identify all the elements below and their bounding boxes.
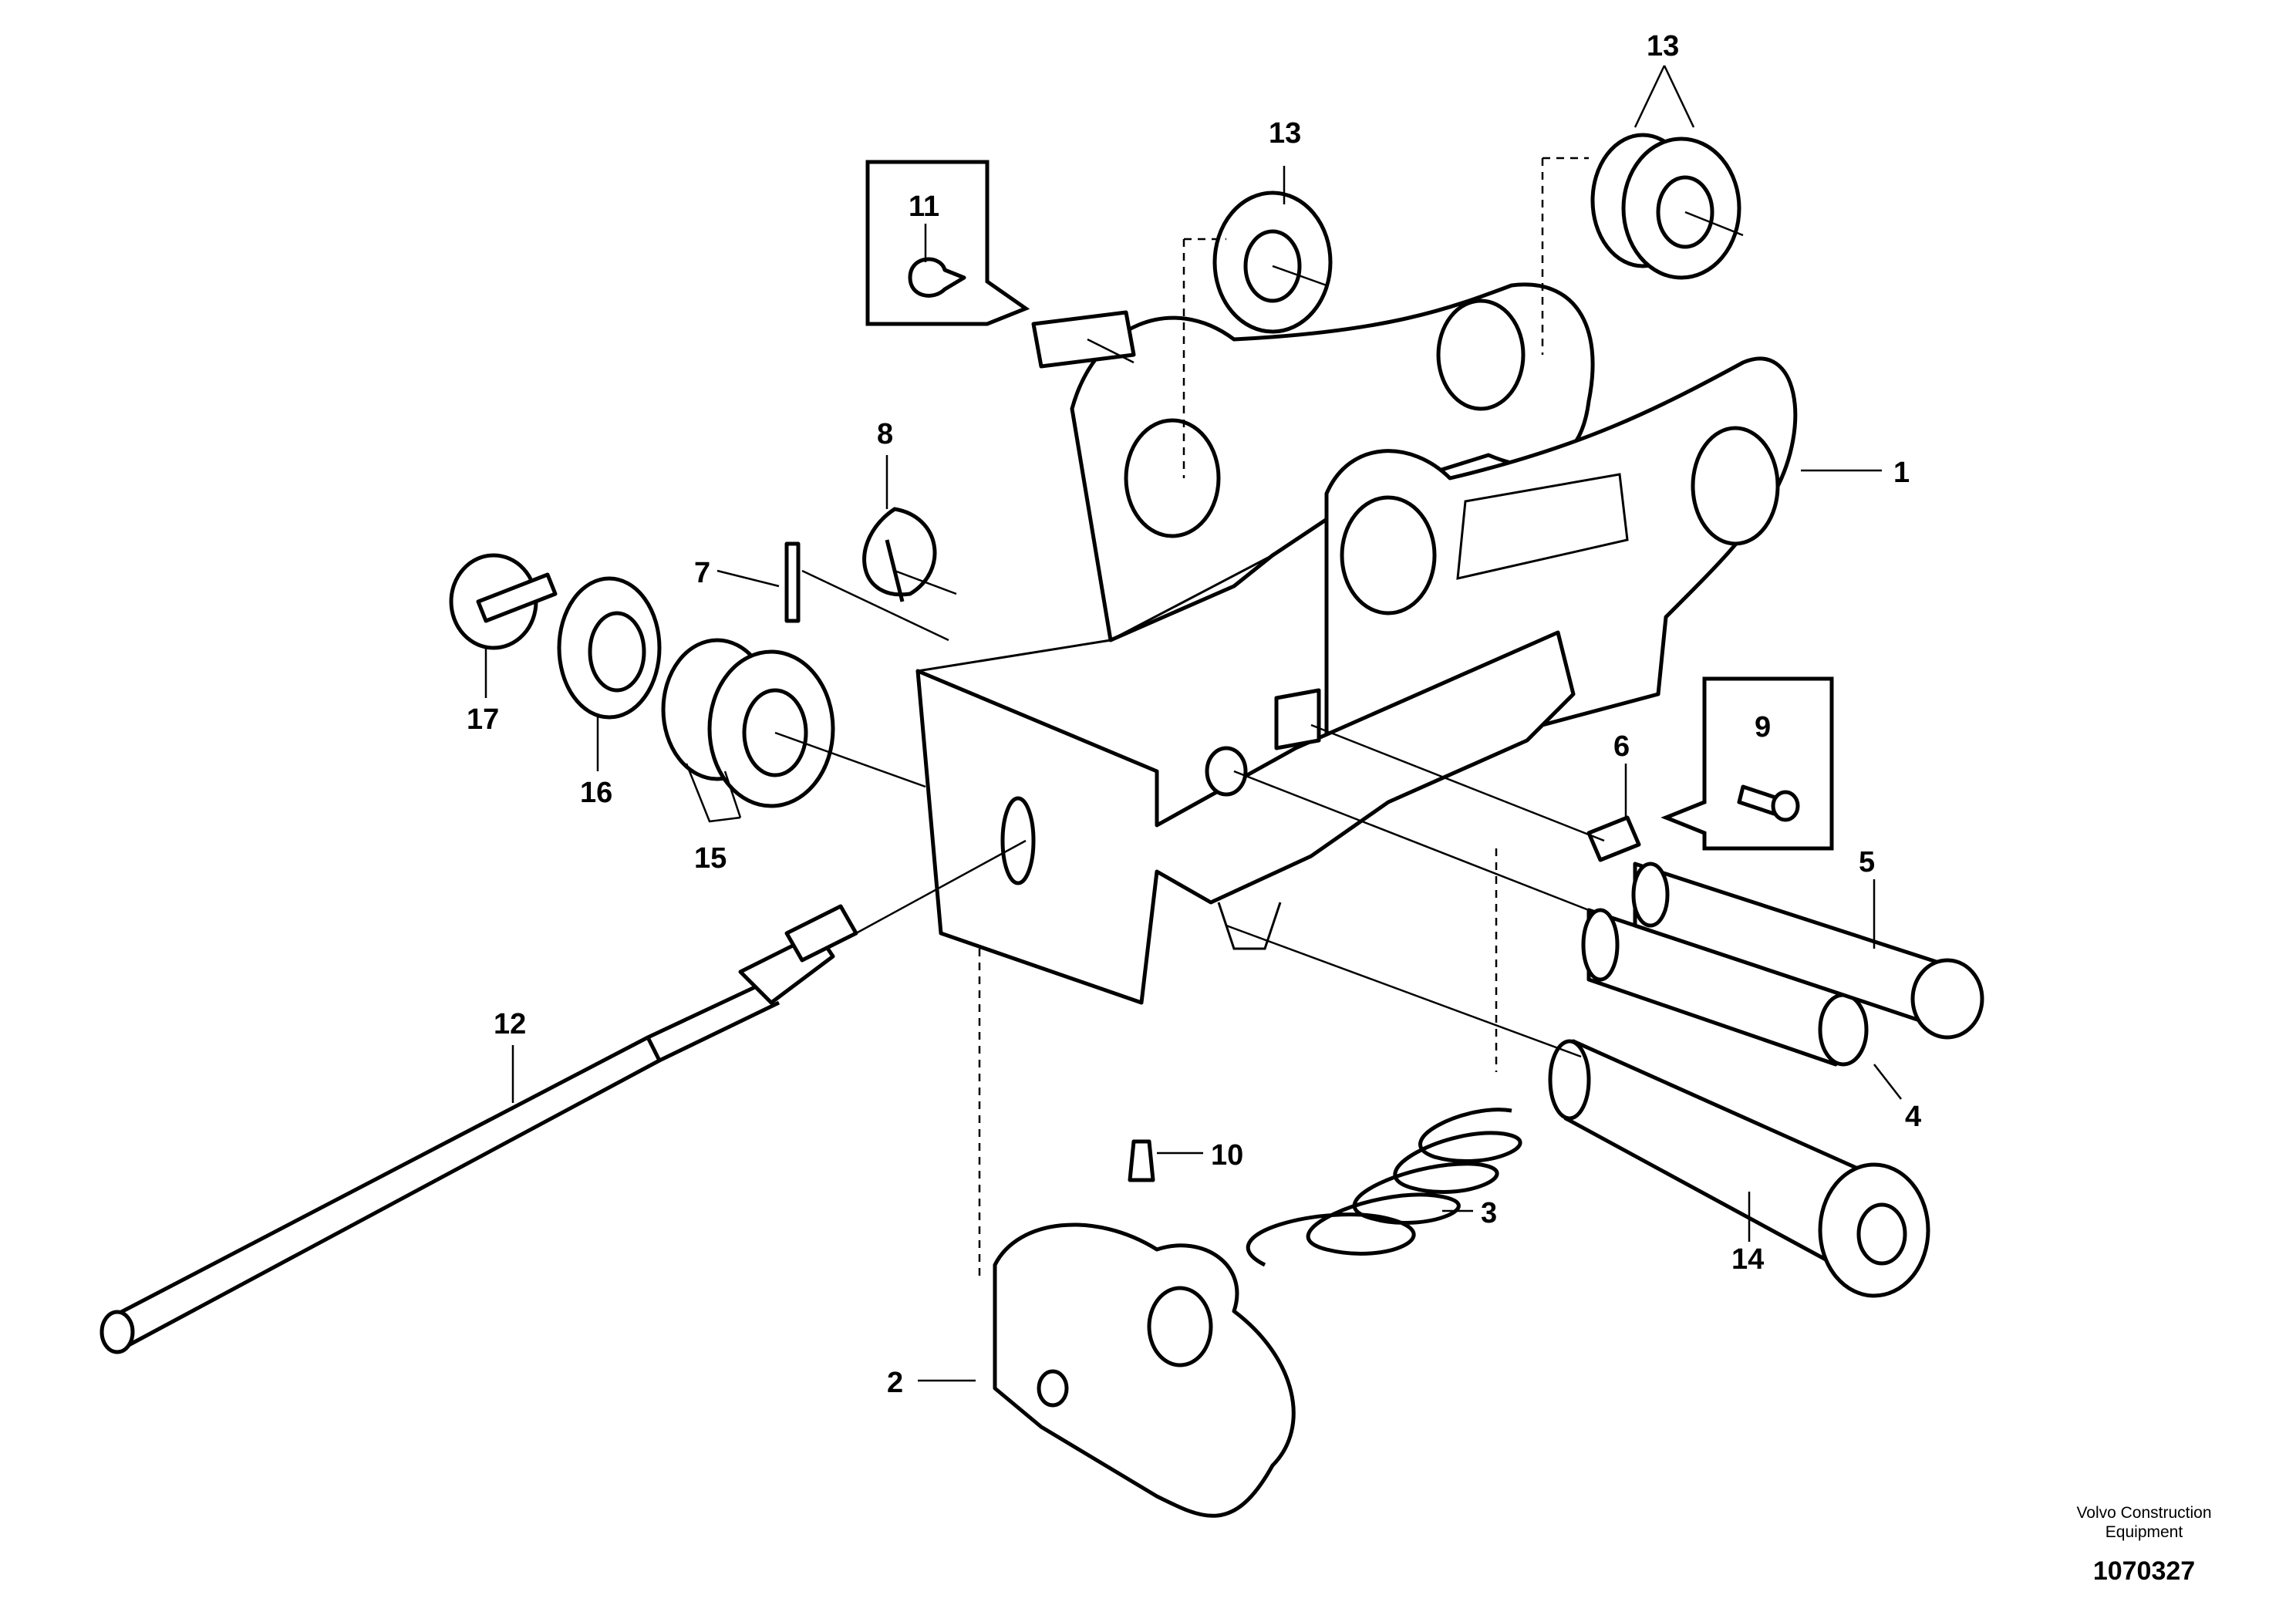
retaining-plates (1274, 688, 1641, 862)
footer-block: Volvo Construction Equipment 1070327 (2076, 1504, 2211, 1586)
callout-7: 7 (694, 557, 710, 589)
linch-pin (449, 553, 558, 650)
callout-1: 1 (1893, 457, 1910, 489)
pin-long (1631, 862, 1984, 1040)
callout-14: 14 (1731, 1243, 1764, 1276)
coil-spring (1246, 1108, 1522, 1267)
roll-pin (784, 541, 801, 623)
callout-10: 10 (1211, 1139, 1243, 1172)
callout-13-right: 13 (1647, 30, 1679, 62)
quick-coupler-frame (915, 282, 1798, 1005)
inset-box-9 (1660, 676, 1834, 851)
callout-16: 16 (580, 777, 612, 809)
nameplate (1031, 310, 1136, 369)
inset-box-11 (865, 160, 1030, 326)
latch-hook (993, 1222, 1296, 1518)
callout-4: 4 (1905, 1101, 1921, 1133)
brand-line-2: Equipment (2106, 1523, 2183, 1541)
washers-top (1212, 133, 1741, 334)
callout-17: 17 (467, 703, 499, 736)
callout-3: 3 (1481, 1197, 1497, 1229)
grease-nipple (1128, 1139, 1155, 1182)
callout-2: 2 (887, 1367, 903, 1399)
callout-8: 8 (877, 418, 893, 450)
callout-labels: 1 2 3 4 5 6 7 8 9 10 11 12 13 13 14 15 1… (467, 30, 1921, 1399)
callout-9: 9 (1755, 711, 1771, 744)
callout-6: 6 (1613, 730, 1630, 763)
document-number: 1070327 (2093, 1556, 2195, 1586)
bushing (661, 638, 835, 808)
alignment-lines (774, 211, 1744, 1058)
brand-line-1: Volvo Construction (2076, 1504, 2211, 1522)
clip-pin (862, 507, 937, 602)
callout-15: 15 (694, 842, 727, 875)
callout-13-center: 13 (1269, 117, 1301, 150)
callout-leaders (484, 65, 1902, 1382)
main-pin (1548, 1039, 1930, 1298)
assembly-dashed-lines (978, 157, 1589, 1280)
release-cable (99, 904, 858, 1354)
callout-12: 12 (494, 1008, 526, 1040)
callout-5: 5 (1859, 846, 1875, 878)
callout-11: 11 (909, 191, 939, 223)
washer (557, 576, 662, 720)
